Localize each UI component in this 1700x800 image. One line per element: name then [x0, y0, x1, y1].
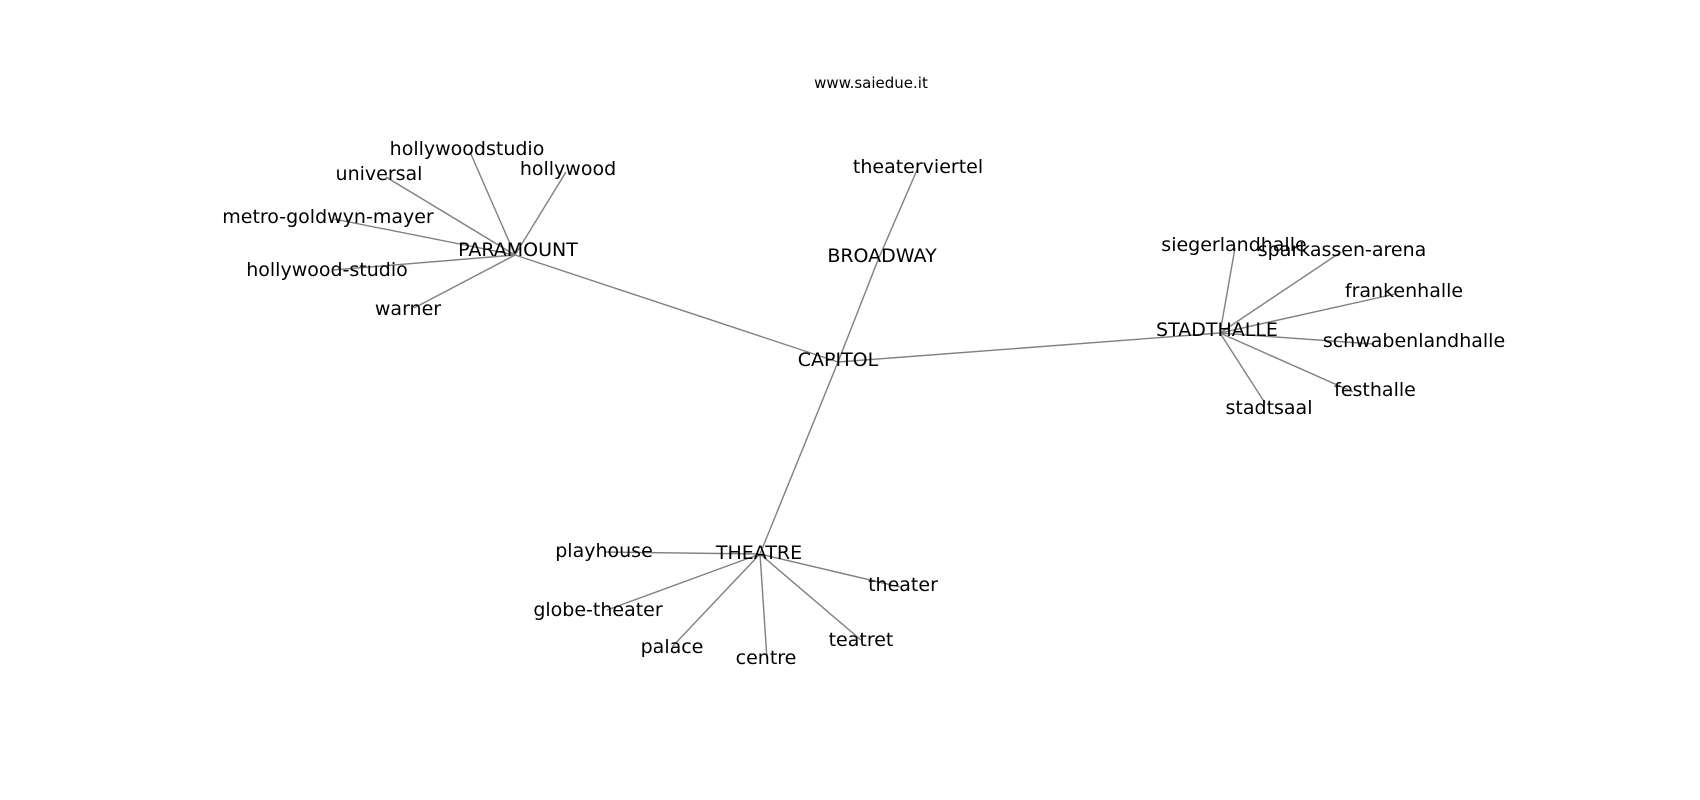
- node-label-hollywoodstudio: hollywoodstudio: [390, 138, 545, 160]
- edge-theatre-globe-theater: [606, 553, 761, 611]
- node-label-teatret: teatret: [829, 629, 894, 651]
- node-label-centre: centre: [736, 647, 797, 669]
- edge-theatre-theater: [759, 553, 901, 588]
- edge-paramount-hollywood: [514, 171, 567, 256]
- edge-theatre-centre: [759, 553, 768, 660]
- node-label-festhalle: festhalle: [1334, 379, 1416, 401]
- edge-paramount-warner: [413, 254, 516, 309]
- node-label-playhouse: playhouse: [555, 540, 653, 562]
- node-label-paramount: PARAMOUNT: [458, 239, 578, 261]
- node-label-frankenhalle: frankenhalle: [1345, 280, 1463, 302]
- edge-stadthalle-sparkassen-arena: [1219, 251, 1342, 334]
- node-label-sparkassen-arena: sparkassen-arena: [1258, 239, 1427, 261]
- edge-stadthalle-stadtsaal: [1219, 332, 1266, 404]
- node-label-hollywood-studio: hollywood-studio: [246, 259, 408, 281]
- edge-paramount-metro-goldwyn-mayer: [333, 218, 516, 256]
- edge-stadthalle-schwabenlandhalle: [1219, 332, 1375, 345]
- edge-capitol-stadthalle: [837, 332, 1221, 363]
- node-label-theater: theater: [868, 574, 938, 596]
- node-label-broadway: BROADWAY: [827, 245, 937, 267]
- node-label-theatre: THEATRE: [715, 542, 802, 564]
- node-label-siegerlandhalle: siegerlandhalle: [1161, 234, 1306, 256]
- edge-stadthalle-festhalle: [1219, 332, 1354, 393]
- node-label-schwabenlandhalle: schwabenlandhalle: [1323, 330, 1505, 352]
- node-label-hollywood: hollywood: [520, 158, 616, 180]
- node-label-metro-goldwyn-mayer: metro-goldwyn-mayer: [222, 206, 434, 228]
- edge-stadthalle-frankenhalle: [1219, 293, 1396, 334]
- node-label-stadthalle: STADTHALLE: [1156, 319, 1278, 341]
- node-label-warner: warner: [375, 298, 441, 320]
- edge-theatre-palace: [671, 553, 761, 648]
- edge-paramount-hollywoodstudio: [469, 151, 516, 256]
- edge-paramount-universal: [385, 176, 516, 256]
- edge-paramount-hollywood-studio: [332, 254, 516, 271]
- edge-layer: [332, 151, 1396, 660]
- node-label-stadtsaal: stadtsaal: [1226, 397, 1313, 419]
- edge-capitol-broadway: [837, 259, 879, 363]
- edge-stadthalle-siegerlandhalle: [1219, 247, 1236, 334]
- edge-broadway-theaterviertel: [877, 169, 918, 261]
- edge-theatre-playhouse: [603, 551, 761, 555]
- edge-capitol-paramount: [514, 254, 839, 363]
- node-label-universal: universal: [336, 163, 423, 185]
- watermark-text: www.saiedue.it: [814, 74, 928, 92]
- edge-theatre-teatret: [759, 553, 862, 641]
- node-label-globe-theater: globe-theater: [533, 599, 663, 621]
- node-label-theaterviertel: theaterviertel: [853, 156, 983, 178]
- node-label-capitol: CAPITOL: [798, 349, 879, 371]
- edge-capitol-theatre: [759, 361, 839, 555]
- node-label-palace: palace: [641, 636, 704, 658]
